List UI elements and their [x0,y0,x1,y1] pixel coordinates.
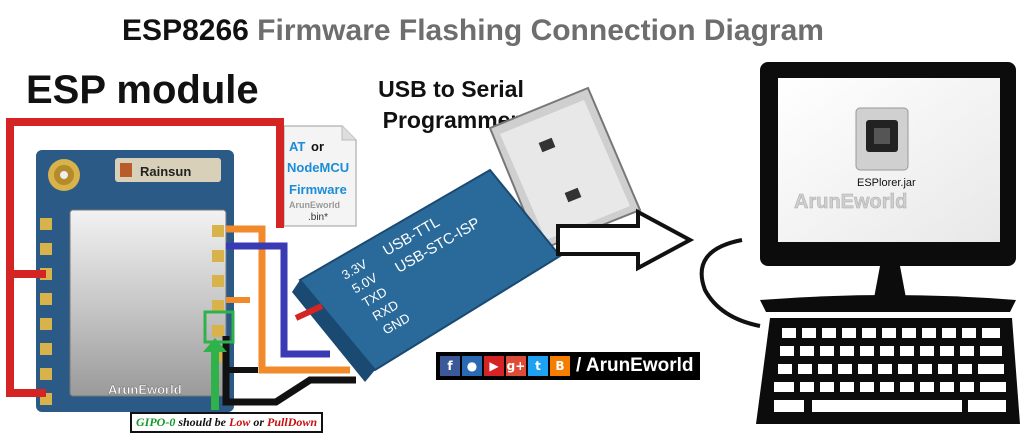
firmware-line2: NodeMCU [287,160,349,175]
title-esp: ESP8266 [122,14,249,47]
firmware-file-icon: AT or NodeMCU Firmware ArunEworld .bin* [283,125,357,227]
gpio0-note: GIPO-0 should be Low or PullDown [130,412,324,433]
firmware-line1b: or [311,139,324,154]
title-rest: Firmware Flashing Connection Diagram [257,14,824,47]
computer-illustration: ESPlorer.jar ArunEworld [699,62,1020,424]
blue-wire [226,242,330,358]
esp-watermark: ArunEworld [108,382,182,397]
google-plus-icon[interactable]: g+ [506,356,526,376]
note-or: or [253,415,265,429]
red-frame-wire [6,118,284,397]
note-should-be: should be [178,415,227,429]
esp-right-pins [212,225,224,362]
esp-module-label: ESP module [26,68,259,112]
firmware-ext: .bin* [308,212,328,223]
youtube-icon[interactable]: ▶ [484,356,504,376]
orange-wire [226,225,350,374]
usb-label-line1: USB to Serial [378,76,524,102]
gpio0-highlight-box [203,310,235,344]
black-gnd-wire [222,336,356,406]
firmware-line3: Firmware [289,182,347,197]
firmware-line1a: AT [289,139,305,154]
note-low: Low [229,415,251,429]
red-vcc-wire [294,303,324,321]
usb-programmer: 3.3V 5.0V TXD RXD GND USB-TTL USB-STC-IS… [292,86,642,382]
community-icon[interactable]: ● [462,356,482,376]
facebook-icon[interactable]: f [440,356,460,376]
computer-watermark: ArunEworld [794,191,907,213]
social-bar: f ● ▶ g+ t B / ArunEworld [436,352,700,380]
firmware-watermark: ArunEworld [289,200,340,210]
computer-app-name: ESPlorer.jar [857,177,916,189]
keyboard-keys [774,328,1006,412]
note-gpio: GIPO-0 [136,415,176,429]
twitter-icon[interactable]: t [528,356,548,376]
blogger-icon[interactable]: B [550,356,570,376]
social-handle[interactable]: / ArunEworld [576,355,694,376]
diagram-title: ESP8266 Firmware Flashing Connection Dia… [0,14,946,48]
flow-arrow [556,208,695,272]
note-pulldown: PullDown [267,415,318,429]
esp-module-board: Rainsun ArunEworld [36,150,234,412]
green-arrow [203,338,227,410]
esp-brand-text: Rainsun [140,164,191,179]
